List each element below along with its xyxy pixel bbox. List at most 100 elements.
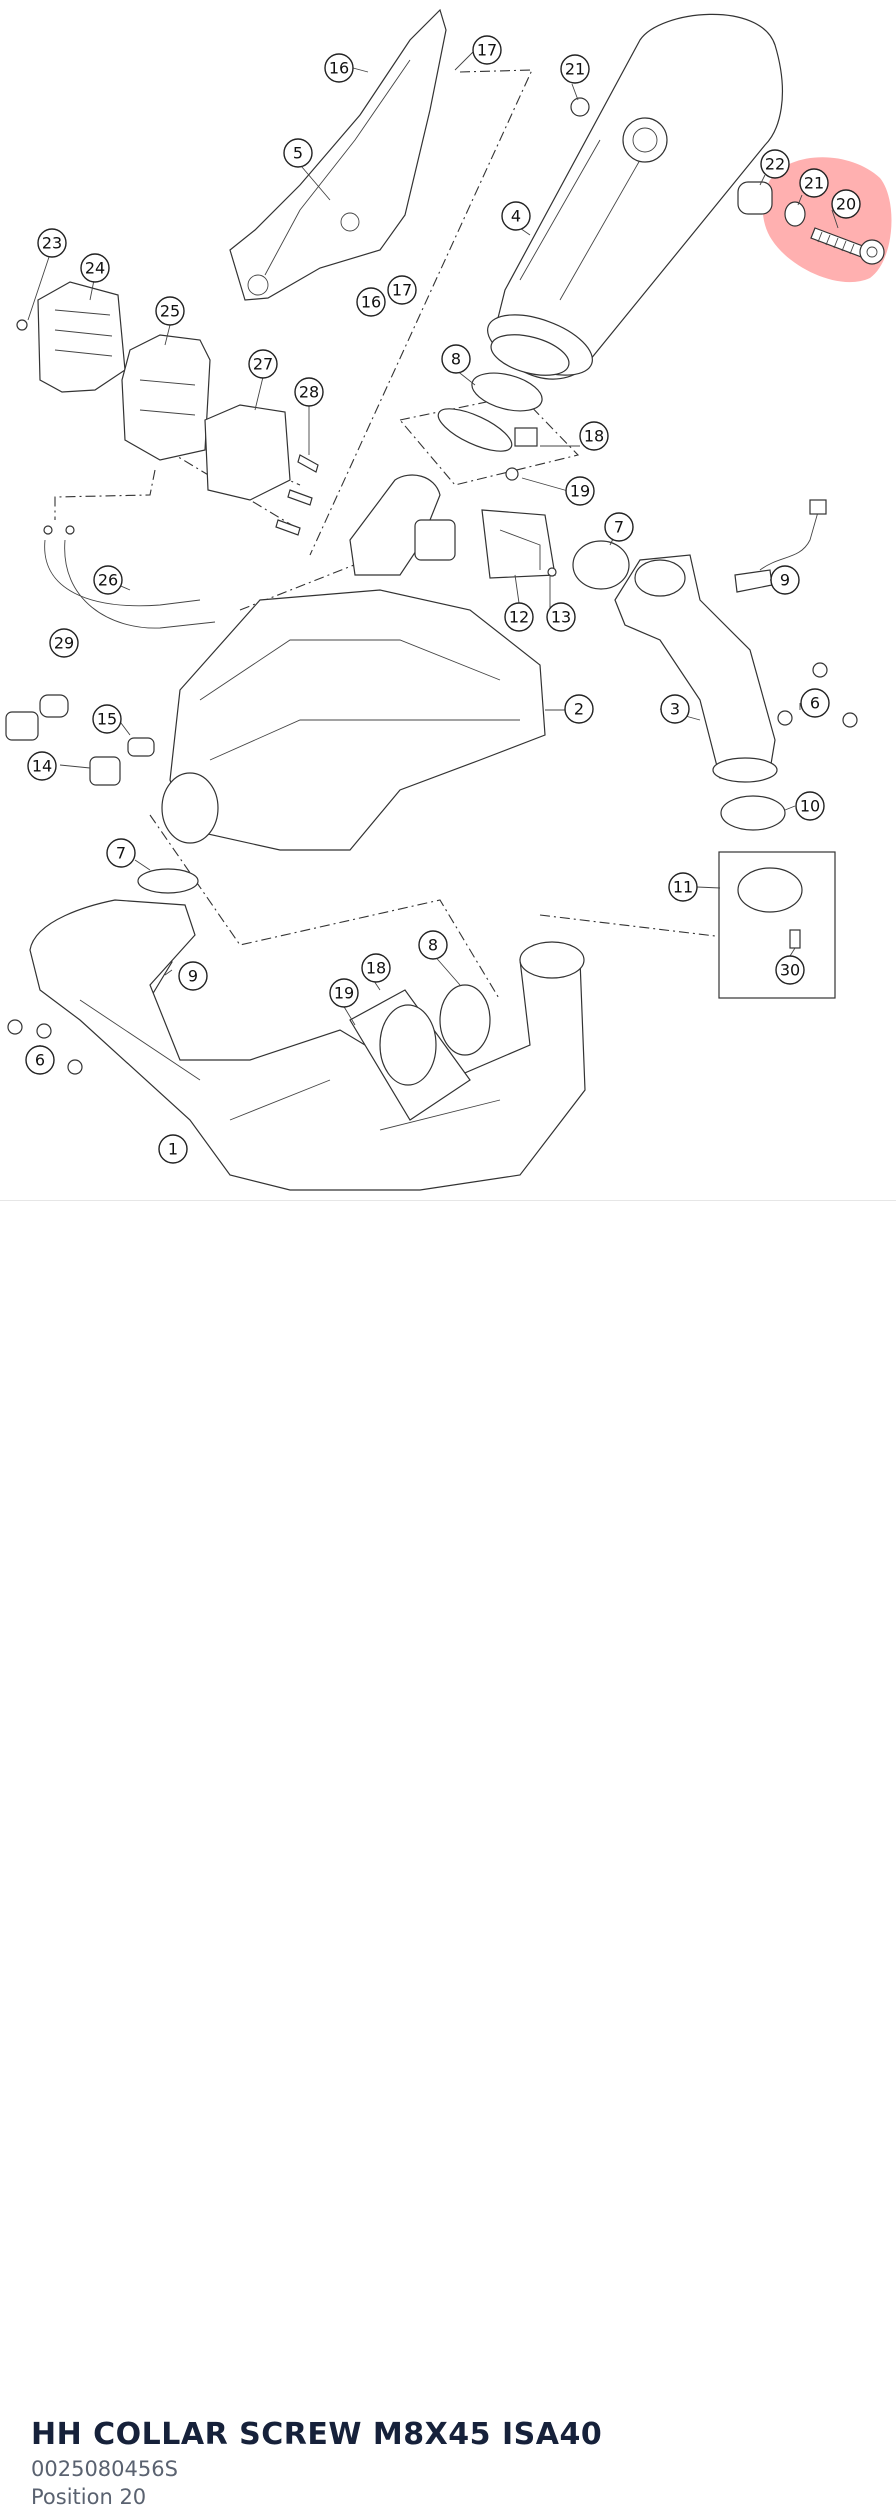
part-info-panel: HH COLLAR SCREW M8X45 ISA40 0025080456S … [0,1200,896,2509]
callout-16-upper[interactable]: 16 [324,53,354,83]
callout-7-upper[interactable]: 7 [604,512,634,542]
svg-text:7: 7 [614,518,624,537]
svg-text:11: 11 [673,878,693,897]
callout-18-lower[interactable]: 18 [361,953,391,983]
callout-2[interactable]: 2 [564,694,594,724]
gasket-7-upper [572,540,630,590]
svg-text:4: 4 [511,207,521,226]
callout-14[interactable]: 14 [27,751,57,781]
callout-8-upper[interactable]: 8 [441,344,471,374]
bracket-12 [481,509,557,579]
callout-6-right[interactable]: 6 [800,688,830,718]
svg-text:6: 6 [810,694,820,713]
svg-text:5: 5 [293,144,303,163]
svg-text:27: 27 [253,355,273,374]
callout-22[interactable]: 22 [760,149,790,179]
callout-23[interactable]: 23 [37,228,67,258]
heat-shield-5 [229,8,447,301]
svg-text:2: 2 [574,700,584,719]
exploded-parts-diagram: 1 2 3 4 5 6 6 7 7 8 8 9 9 10 11 12 13 14… [5,8,892,1191]
callout-13[interactable]: 13 [546,602,576,632]
svg-text:8: 8 [451,350,461,369]
callout-10[interactable]: 10 [795,791,825,821]
plugs-14-15 [5,694,155,786]
svg-text:16: 16 [361,293,381,312]
washer-parts [570,97,806,227]
svg-text:17: 17 [392,281,412,300]
svg-text:15: 15 [97,710,117,729]
clamp-group-lower [349,984,491,1121]
svg-text:24: 24 [85,259,105,278]
svg-text:10: 10 [800,797,820,816]
callout-24[interactable]: 24 [80,253,110,283]
callout-6-left[interactable]: 6 [25,1045,55,1075]
svg-text:19: 19 [570,482,590,501]
svg-text:16: 16 [329,59,349,78]
callout-8-lower[interactable]: 8 [418,930,448,960]
svg-text:19: 19 [334,984,354,1003]
actuator-assembly [16,281,319,536]
part-title: HH COLLAR SCREW M8X45 ISA40 [31,2417,603,2452]
svg-text:28: 28 [299,383,319,402]
clamp-group-upper [437,334,570,481]
svg-text:18: 18 [584,427,604,446]
header-pipe-3 [614,554,778,783]
muffler-2 [161,589,546,851]
callout-16-lower[interactable]: 16 [356,287,386,317]
svg-text:14: 14 [32,757,52,776]
leader-lines [27,49,839,1048]
svg-text:18: 18 [366,959,386,978]
callout-7-lower[interactable]: 7 [106,838,136,868]
svg-text:26: 26 [98,571,118,590]
callout-21-upper[interactable]: 21 [560,54,590,84]
callout-25[interactable]: 25 [155,296,185,326]
part-position: Position 20 [31,2485,147,2509]
svg-text:12: 12 [509,608,529,627]
callout-9-lower[interactable]: 9 [178,961,208,991]
svg-text:9: 9 [780,571,790,590]
callout-19-upper[interactable]: 19 [565,476,595,506]
callout-17-lower[interactable]: 17 [387,275,417,305]
svg-text:29: 29 [54,634,74,653]
svg-text:7: 7 [116,844,126,863]
callout-9-upper[interactable]: 9 [770,565,800,595]
svg-text:20: 20 [836,195,856,214]
callout-28[interactable]: 28 [294,377,324,407]
svg-text:21: 21 [804,174,824,193]
callout-20[interactable]: 20 [831,189,861,219]
callout-26[interactable]: 26 [93,565,123,595]
svg-text:30: 30 [780,961,800,980]
svg-text:8: 8 [428,936,438,955]
callout-labels: 1 2 3 4 5 6 6 7 7 8 8 9 9 10 11 12 13 14… [25,35,861,1164]
callout-18-upper[interactable]: 18 [579,421,609,451]
svg-text:6: 6 [35,1051,45,1070]
callout-15[interactable]: 15 [92,704,122,734]
nuts-6-left [7,1019,83,1075]
svg-text:9: 9 [188,967,198,986]
svg-text:3: 3 [670,700,680,719]
callout-27[interactable]: 27 [248,349,278,379]
svg-text:17: 17 [477,41,497,60]
callout-19-lower[interactable]: 19 [329,978,359,1008]
callout-30[interactable]: 30 [775,955,805,985]
callout-21-right[interactable]: 21 [799,168,829,198]
callout-11[interactable]: 11 [668,872,698,902]
callout-5[interactable]: 5 [283,138,313,168]
svg-text:21: 21 [565,60,585,79]
gasket-7-lower [137,868,199,894]
intake-pipe [349,474,456,576]
callout-29[interactable]: 29 [49,628,79,658]
svg-text:23: 23 [42,234,62,253]
svg-text:1: 1 [168,1140,178,1159]
svg-text:13: 13 [551,608,571,627]
callout-17-upper[interactable]: 17 [472,35,502,65]
part-number: 0025080456S [31,2457,178,2481]
callout-4[interactable]: 4 [501,201,531,231]
nuts-6-right [777,662,858,728]
collar-screw-20 [810,227,885,265]
callout-3[interactable]: 3 [660,694,690,724]
cables [43,525,216,629]
svg-text:22: 22 [765,155,785,174]
callout-1[interactable]: 1 [158,1134,188,1164]
callout-12[interactable]: 12 [504,602,534,632]
